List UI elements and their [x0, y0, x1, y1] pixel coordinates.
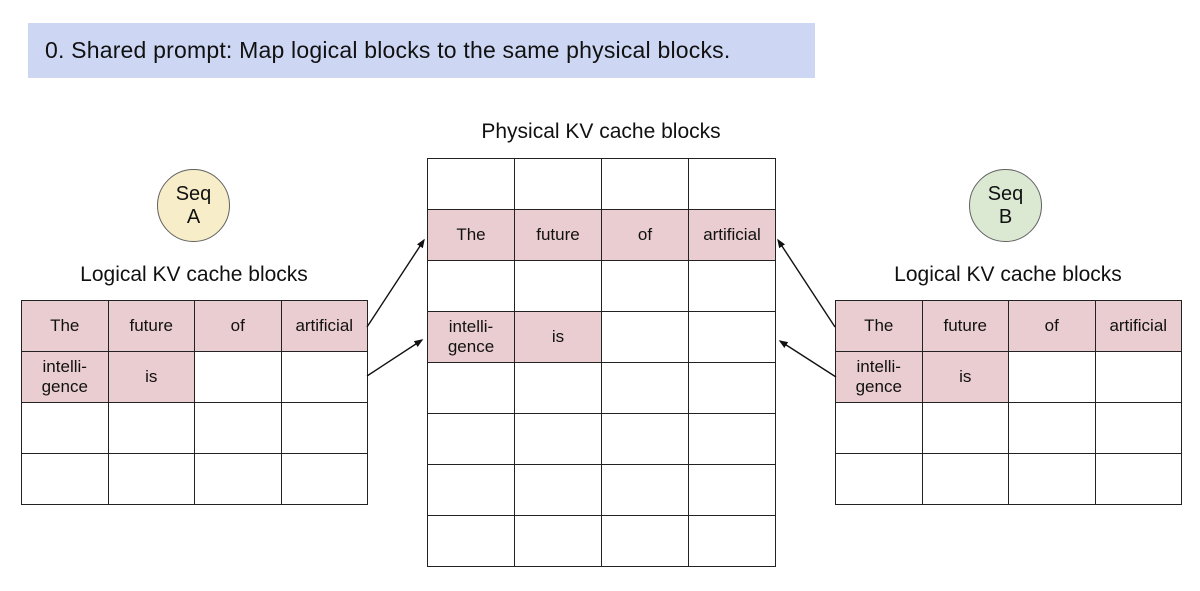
- kv-cache-cell: [602, 414, 689, 465]
- kv-cache-cell: [22, 454, 109, 505]
- kv-cache-cell: [22, 403, 109, 454]
- kv-cache-cell: [836, 454, 923, 505]
- seq-b-badge: Seq B: [969, 169, 1042, 242]
- kv-cache-cell: of: [195, 301, 282, 352]
- kv-cache-cell: intelli- gence: [22, 352, 109, 403]
- kv-cache-cell: [515, 363, 602, 414]
- physical-blocks-title: Physical KV cache blocks: [481, 120, 721, 143]
- kv-cache-cell: [515, 465, 602, 516]
- kv-cache-cell: [1009, 454, 1096, 505]
- arrow-seqa-block0-to-physical: [366, 238, 425, 328]
- kv-cache-cell: [428, 465, 515, 516]
- kv-cache-cell: [195, 454, 282, 505]
- kv-cache-cell: future: [515, 210, 602, 261]
- kv-cache-cell: is: [922, 352, 1009, 403]
- kv-cache-cell: [1095, 454, 1182, 505]
- kv-cache-cell: [428, 159, 515, 210]
- kv-cache-cell: is: [515, 312, 602, 363]
- kv-cache-cell: [515, 414, 602, 465]
- kv-cache-cell: [602, 312, 689, 363]
- kv-cache-cell: [195, 352, 282, 403]
- kv-cache-cell: [922, 454, 1009, 505]
- logical-blocks-title-b: Logical KV cache blocks: [894, 263, 1122, 286]
- kv-cache-cell: future: [108, 301, 195, 352]
- kv-cache-cell: [195, 403, 282, 454]
- kv-cache-cell: [689, 465, 776, 516]
- title-text: 0. Shared prompt: Map logical blocks to …: [45, 37, 731, 63]
- kv-cache-cell: [515, 159, 602, 210]
- kv-cache-cell: [1009, 403, 1096, 454]
- kv-cache-cell: [602, 516, 689, 567]
- kv-cache-cell: [428, 414, 515, 465]
- kv-cache-cell: [428, 261, 515, 312]
- kv-cache-cell: [689, 363, 776, 414]
- kv-cache-cell: [108, 454, 195, 505]
- kv-cache-cell: [922, 403, 1009, 454]
- kv-cache-cell: [281, 352, 368, 403]
- seq-a-badge: Seq A: [157, 169, 230, 242]
- kv-cache-cell: artificial: [281, 301, 368, 352]
- kv-cache-cell: The: [22, 301, 109, 352]
- kv-cache-cell: [1095, 403, 1182, 454]
- kv-cache-cell: is: [108, 352, 195, 403]
- kv-cache-cell: [281, 403, 368, 454]
- kv-cache-cell: [1095, 352, 1182, 403]
- kv-cache-cell: artificial: [1095, 301, 1182, 352]
- kv-cache-cell: [108, 403, 195, 454]
- kv-cache-cell: [602, 465, 689, 516]
- logical-blocks-title-a: Logical KV cache blocks: [80, 263, 308, 286]
- kv-cache-cell: [836, 403, 923, 454]
- kv-cache-cell: [515, 516, 602, 567]
- kv-cache-cell: [689, 159, 776, 210]
- kv-cache-cell: [602, 363, 689, 414]
- kv-cache-cell: future: [922, 301, 1009, 352]
- kv-cache-cell: [281, 454, 368, 505]
- kv-cache-cell: artificial: [689, 210, 776, 261]
- kv-cache-cell: intelli- gence: [836, 352, 923, 403]
- kv-cache-cell: [428, 516, 515, 567]
- kv-cache-cell: intelli- gence: [428, 312, 515, 363]
- kv-cache-cell: of: [602, 210, 689, 261]
- kv-cache-cell: [689, 414, 776, 465]
- kv-cache-cell: The: [836, 301, 923, 352]
- kv-cache-cell: The: [428, 210, 515, 261]
- kv-cache-cell: [515, 261, 602, 312]
- kv-cache-cell: [1009, 352, 1096, 403]
- kv-cache-cell: [602, 261, 689, 312]
- arrow-seqb-block0-to-physical: [777, 238, 836, 328]
- kv-cache-cell: [689, 261, 776, 312]
- kv-cache-cell: [428, 363, 515, 414]
- kv-cache-cell: [689, 312, 776, 363]
- arrow-seqa-block1-to-physical: [366, 339, 424, 377]
- kv-cache-cell: [689, 516, 776, 567]
- kv-cache-cell: of: [1009, 301, 1096, 352]
- title-banner: 0. Shared prompt: Map logical blocks to …: [28, 23, 815, 78]
- arrow-seqb-block1-to-physical: [778, 340, 837, 378]
- kv-cache-cell: [602, 159, 689, 210]
